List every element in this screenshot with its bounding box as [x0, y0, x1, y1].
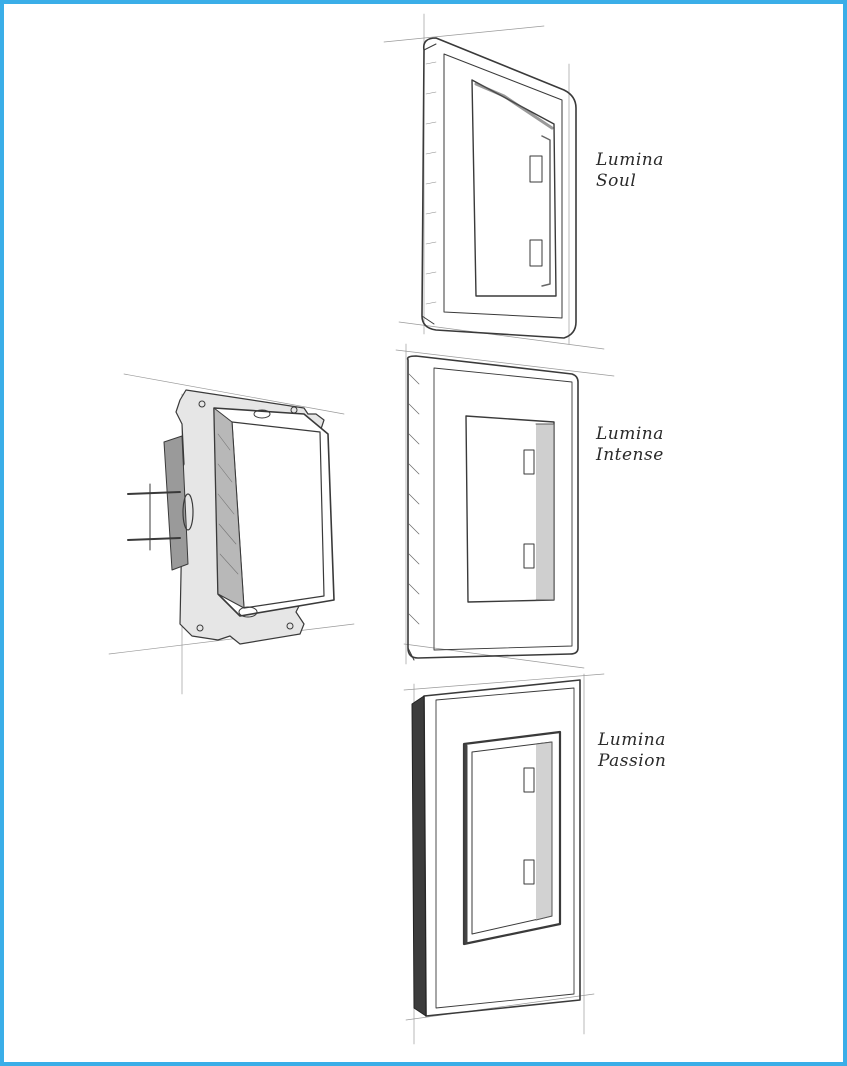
switch-mechanism-drawing: [127, 389, 335, 645]
label-lumina-intense: Lumina Intense: [596, 424, 664, 466]
label-lumina-soul: Lumina Soul: [596, 150, 664, 192]
label-soul-line1: Lumina: [596, 150, 664, 170]
soul-edge-hatching: [425, 61, 437, 305]
intense-edge-hatching: [408, 373, 420, 625]
frame-passion-drawing: [411, 679, 581, 1017]
label-intense-line1: Lumina: [596, 424, 664, 444]
label-passion-line2: Passion: [598, 751, 667, 771]
frame-soul-drawing: [421, 37, 577, 339]
frame-intense-drawing: [406, 355, 579, 661]
label-lumina-passion: Lumina Passion: [598, 730, 666, 772]
label-passion-line1: Lumina: [598, 730, 666, 750]
product-sketch-illustration: [108, 13, 615, 1045]
mechanism-hatching: [217, 433, 239, 575]
label-intense-line2: Intense: [596, 445, 664, 465]
label-soul-line2: Soul: [596, 171, 637, 191]
